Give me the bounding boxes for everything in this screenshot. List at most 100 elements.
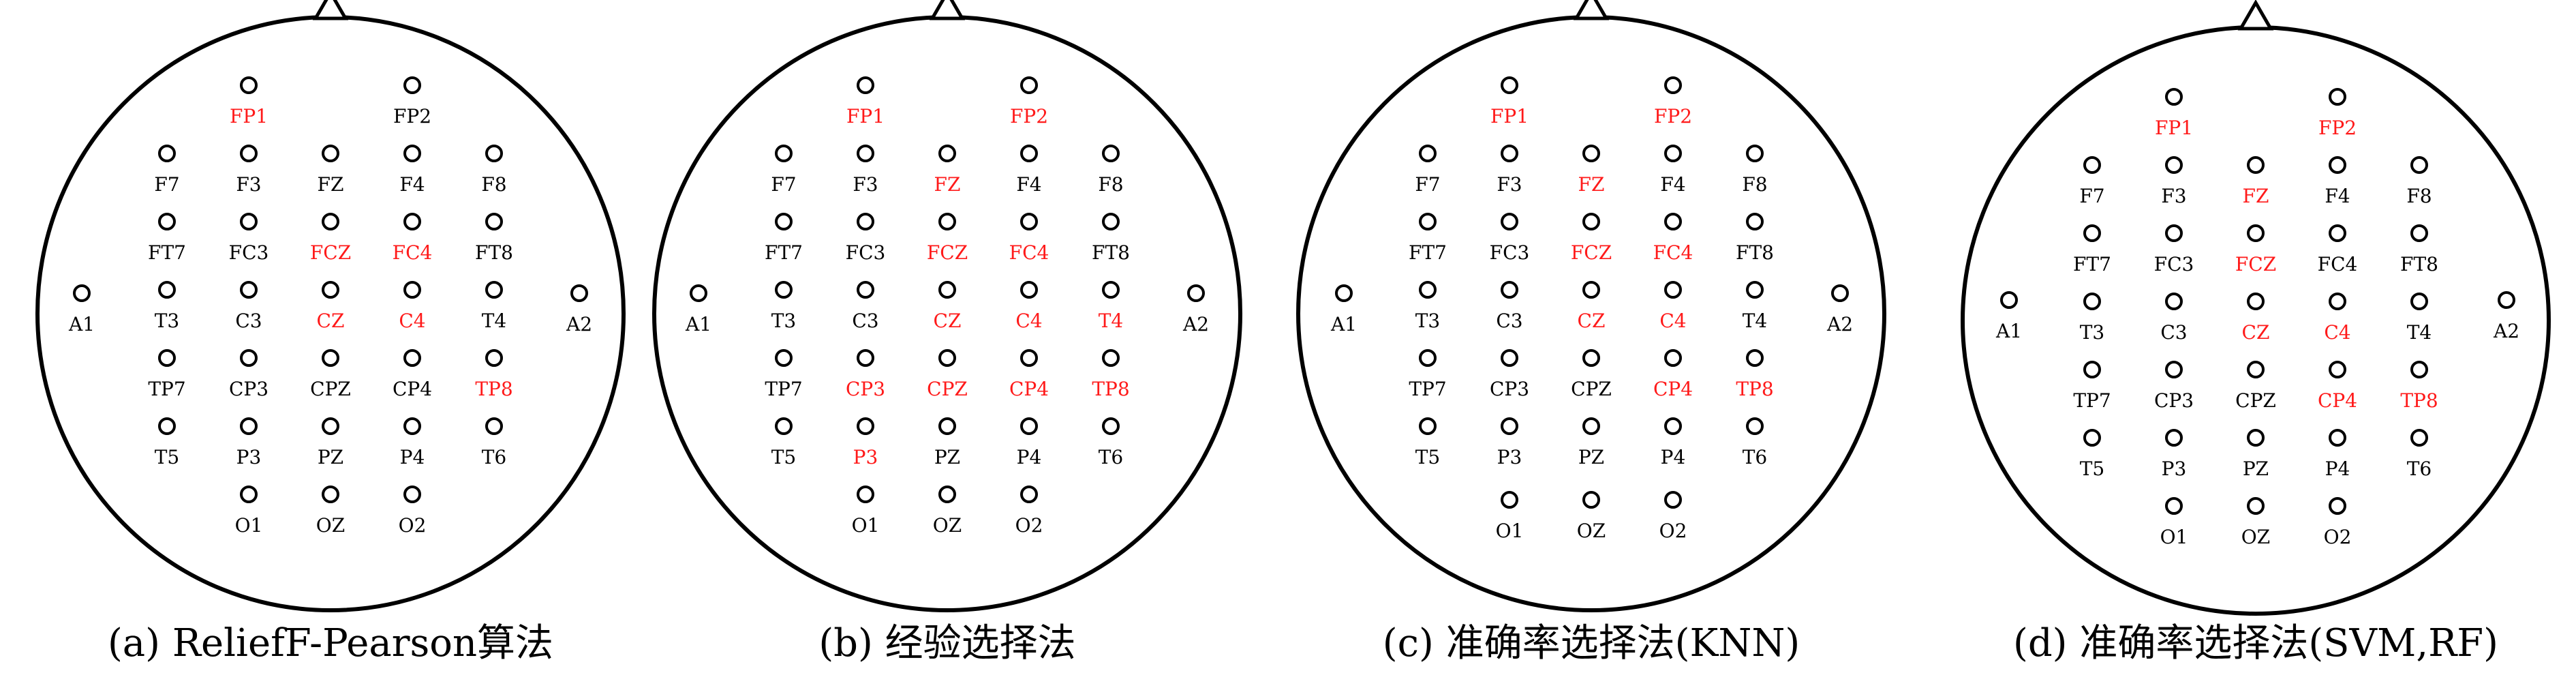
- electrode-label: FP1: [230, 105, 268, 128]
- electrode-f4: F4: [399, 145, 425, 196]
- electrode-label: CP4: [2318, 389, 2357, 412]
- electrode-pz: PZ: [2243, 429, 2269, 480]
- electrode-label: T3: [155, 310, 180, 332]
- electrode-marker: [485, 417, 503, 435]
- electrode-label: TP7: [148, 378, 185, 400]
- electrode-marker: [322, 213, 339, 230]
- electrode-marker: [322, 485, 339, 503]
- electrode-marker: [322, 145, 339, 162]
- electrode-tp7: TP7: [148, 349, 186, 400]
- electrode-label: O1: [852, 514, 880, 537]
- electrode-marker: [1664, 145, 1682, 162]
- electrode-label: A1: [1995, 320, 2022, 342]
- electrode-marker: [2247, 156, 2265, 174]
- electrode-label: FT8: [1092, 241, 1130, 264]
- electrode-label: FC3: [846, 241, 886, 264]
- electrode-label: F3: [853, 173, 878, 196]
- electrode-marker: [2329, 224, 2346, 242]
- electrode-label: T4: [2407, 321, 2432, 344]
- electrode-label: C3: [852, 310, 878, 332]
- electrode-t5: T5: [771, 417, 796, 468]
- electrode-label: FCZ: [1571, 241, 1612, 264]
- electrode-marker: [1419, 213, 1437, 230]
- electrode-label: FT7: [765, 241, 803, 264]
- electrode-label: TP7: [1409, 378, 1446, 400]
- electrode-label: FZ: [1578, 173, 1605, 196]
- electrode-marker: [2247, 293, 2265, 310]
- electrode-label: P4: [1017, 446, 1042, 468]
- electrode-fc4: FC4: [1009, 213, 1049, 264]
- electrode-o2: O2: [2324, 497, 2351, 548]
- electrode-t5: T5: [1415, 417, 1440, 468]
- electrode-f7: F7: [2079, 156, 2105, 207]
- electrode-f3: F3: [853, 145, 878, 196]
- electrode-marker: [2247, 429, 2265, 447]
- electrode-marker: [938, 281, 956, 299]
- electrode-label: PZ: [318, 446, 343, 468]
- electrode-fz: FZ: [934, 145, 960, 196]
- electrode-fp2: FP2: [393, 76, 431, 128]
- electrode-label: O2: [1015, 514, 1043, 537]
- electrode-cp3: CP3: [2154, 361, 2194, 412]
- electrode-label: A2: [566, 313, 592, 335]
- electrode-ft7: FT7: [1409, 213, 1447, 264]
- electrode-label: OZ: [1577, 520, 1606, 542]
- electrode-marker: [2410, 293, 2428, 310]
- electrode-marker: [240, 417, 258, 435]
- electrode-label: T5: [2080, 458, 2105, 480]
- electrode-o1: O1: [2160, 497, 2188, 548]
- electrode-cpz: CPZ: [2235, 361, 2276, 412]
- electrode-marker: [2165, 293, 2183, 310]
- electrode-label: FC4: [393, 241, 433, 264]
- electrode-o2: O2: [1659, 491, 1687, 542]
- electrode-label: P3: [236, 446, 262, 468]
- electrode-marker: [938, 213, 956, 230]
- electrode-label: FC4: [2318, 253, 2358, 275]
- electrode-label: T4: [1743, 310, 1768, 332]
- electrode-label: FZ: [318, 173, 344, 196]
- electrode-marker: [775, 213, 793, 230]
- electrode-label: CPZ: [310, 378, 351, 400]
- electrode-marker: [570, 284, 588, 302]
- electrode-t4: T4: [1743, 281, 1768, 332]
- electrode-label: OZ: [316, 514, 345, 537]
- electrode-label: T6: [1743, 446, 1768, 468]
- electrode-marker: [775, 349, 793, 367]
- electrode-ft7: FT7: [148, 213, 186, 264]
- panel-caption: (c) 准确率选择法(KNN): [1383, 621, 1800, 665]
- electrode-t5: T5: [155, 417, 179, 468]
- electrode-label: FT8: [2400, 253, 2438, 275]
- electrode-label: F7: [771, 173, 796, 196]
- electrode-fz: FZ: [2243, 156, 2269, 207]
- electrode-t6: T6: [482, 417, 506, 468]
- electrode-marker: [1020, 145, 1038, 162]
- electrode-label: T4: [1099, 310, 1124, 332]
- electrode-marker: [1664, 417, 1682, 435]
- electrode-label: F4: [2325, 185, 2350, 207]
- electrode-pz: PZ: [318, 417, 343, 468]
- electrode-label: CP3: [846, 378, 885, 400]
- electrode-o1: O1: [235, 485, 263, 537]
- electrode-marker: [1102, 145, 1120, 162]
- electrode-label: T6: [1099, 446, 1124, 468]
- electrode-label: P3: [2162, 458, 2187, 480]
- electrode-cp3: CP3: [1490, 349, 1529, 400]
- electrode-marker: [1664, 349, 1682, 367]
- electrode-label: O1: [235, 514, 263, 537]
- electrode-cz: CZ: [1578, 281, 1605, 332]
- electrode-label: TP8: [2400, 389, 2438, 412]
- electrode-marker: [2165, 429, 2183, 447]
- electrode-label: F8: [481, 173, 506, 196]
- electrode-marker: [2165, 88, 2183, 106]
- electrode-tp7: TP7: [765, 349, 803, 400]
- panel-caption: (b) 经验选择法: [818, 621, 1075, 665]
- electrode-label: C3: [2160, 321, 2187, 344]
- electrode-label: FT7: [148, 241, 186, 264]
- electrode-oz: OZ: [933, 485, 962, 537]
- electrode-marker: [1664, 281, 1682, 299]
- electrode-f3: F3: [1497, 145, 1522, 196]
- electrode-o1: O1: [852, 485, 880, 537]
- electrode-marker: [403, 485, 421, 503]
- electrode-marker: [158, 213, 176, 230]
- electrode-t4: T4: [2407, 293, 2432, 344]
